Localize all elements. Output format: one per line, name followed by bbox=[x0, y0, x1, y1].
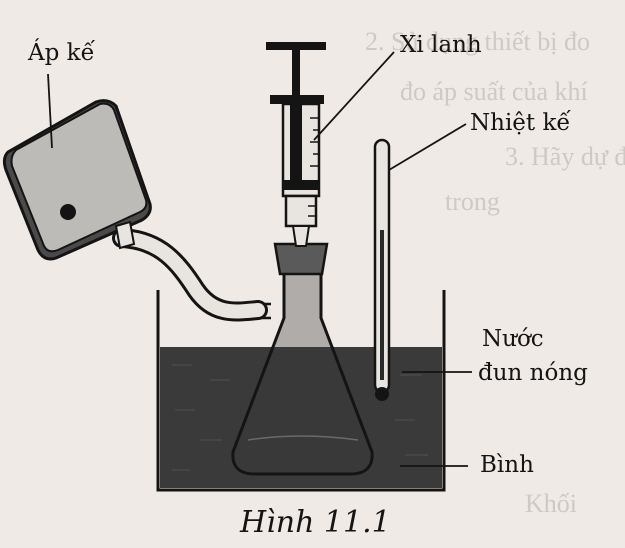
gauge-connector bbox=[114, 220, 136, 250]
container-tank bbox=[156, 290, 446, 492]
thermometer-bulb bbox=[375, 387, 389, 401]
flask-highlight bbox=[247, 435, 359, 441]
figure-caption: Hình 11.1 bbox=[239, 505, 391, 540]
pressure-gauge bbox=[2, 73, 152, 261]
syringe-lower-barrel bbox=[284, 194, 318, 228]
plunger-handle bbox=[266, 42, 326, 50]
syringe bbox=[266, 42, 395, 247]
gauge-leader-line bbox=[47, 73, 53, 149]
gauge-knob bbox=[60, 204, 76, 220]
background-text: 2. Sử dụng thiết bị đo đo áp suất của kh… bbox=[365, 27, 625, 518]
conical-flask bbox=[231, 272, 374, 476]
syringe-tip bbox=[291, 225, 311, 247]
thermometer bbox=[373, 123, 467, 401]
syringe-scale bbox=[310, 117, 319, 167]
label-thermometer: Nhiệt kế bbox=[470, 110, 571, 136]
label-hot-water-line1: Nước bbox=[482, 326, 544, 352]
ghost-text-line2: đo áp suất của khí bbox=[400, 77, 588, 106]
gauge-face bbox=[10, 102, 148, 253]
rubber-tube bbox=[115, 231, 265, 319]
label-hot-water-line2: đun nóng bbox=[478, 360, 588, 386]
ghost-text-line1: 2. Sử dụng thiết bị đo bbox=[365, 27, 590, 56]
label-container: Bình bbox=[480, 452, 534, 478]
hot-water bbox=[160, 347, 442, 488]
label-pressure-gauge: Áp kế bbox=[27, 39, 96, 66]
ghost-text-line3: 3. Hãy dự đoán bbox=[505, 142, 625, 171]
water-texture bbox=[172, 364, 428, 471]
thermometer-leader-line bbox=[388, 123, 467, 171]
plunger-piston bbox=[283, 180, 319, 190]
ghost-text-line4: trong bbox=[445, 187, 500, 216]
thermometer-column bbox=[380, 230, 384, 380]
rubber-stopper bbox=[273, 242, 329, 276]
barrel-flange bbox=[270, 95, 324, 104]
ghost-text-line5: Khối bbox=[525, 489, 577, 518]
plunger-shaft bbox=[290, 104, 302, 184]
syringe-leader-line bbox=[313, 51, 395, 141]
label-syringe: Xi lanh bbox=[400, 32, 482, 58]
plunger-rod bbox=[292, 50, 300, 100]
